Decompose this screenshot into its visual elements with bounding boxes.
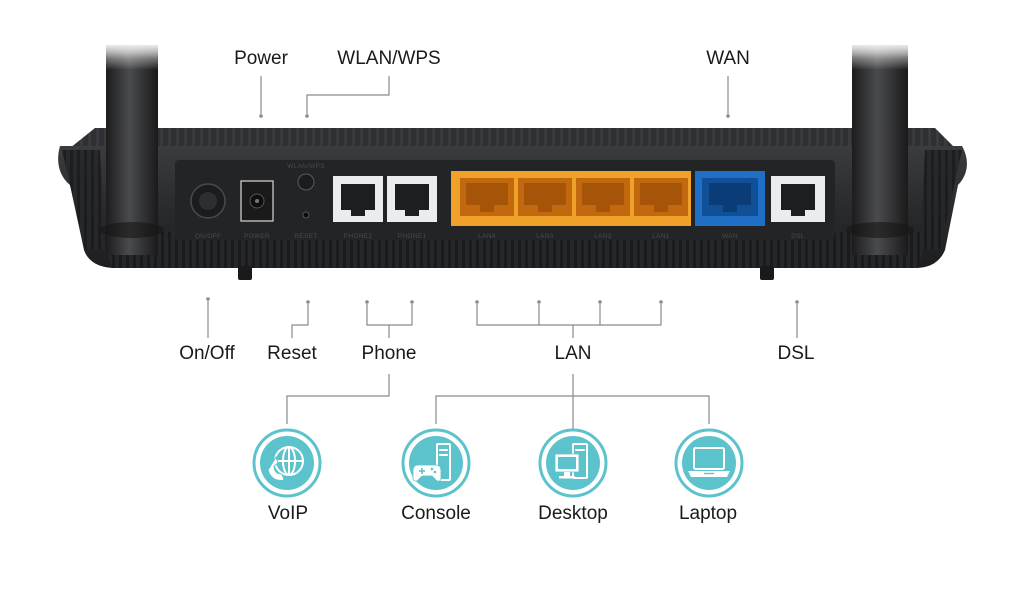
power-jack-port [240, 180, 274, 222]
lan1-port [634, 178, 688, 216]
device-desktop: Desktop [538, 428, 608, 524]
callout-dsl: DSL [778, 343, 815, 364]
callout-wlan-wps: WLAN/WPS [337, 48, 440, 69]
callout-on-off: On/Off [179, 343, 235, 364]
callout-reset: Reset [267, 343, 317, 364]
port-label-lan3: LAN3 [536, 233, 554, 240]
device-label-voip: VoIP [268, 503, 308, 524]
wlan-wps-button-port [297, 173, 315, 191]
port-labels: ON/OFF POWER RESET WLAN/WPS PHONE2 PHONE… [195, 163, 805, 240]
wan-port [695, 171, 765, 226]
port-label-dsl: DSL [791, 233, 805, 240]
device-voip: VoIP [252, 428, 322, 524]
globe-phone-icon [267, 446, 304, 481]
device-label-console: Console [401, 503, 471, 524]
port-label-reset: RESET [294, 233, 317, 240]
callout-power: Power [234, 48, 289, 69]
device-laptop: Laptop [674, 428, 744, 524]
gamepad-icon [412, 443, 451, 482]
desktop-icon [554, 443, 588, 479]
port-label-phone1: PHONE1 [398, 233, 427, 240]
lan3-port [518, 178, 572, 216]
callout-wan: WAN [706, 48, 750, 69]
device-label-desktop: Desktop [538, 503, 608, 524]
port-label-wan: WAN [722, 233, 738, 240]
lan4-port [460, 178, 514, 216]
port-label-power: POWER [244, 233, 270, 240]
port-label-lan2: LAN2 [594, 233, 612, 240]
device-console: Console [401, 428, 471, 524]
left-antenna [100, 40, 164, 255]
dsl-port [771, 176, 825, 222]
device-label-laptop: Laptop [679, 503, 737, 524]
callout-phone: Phone [362, 343, 417, 364]
laptop-icon [688, 447, 730, 477]
device-connectors [286, 374, 710, 430]
top-callouts: Power WLAN/WPS WAN [234, 48, 750, 118]
lan-port-block [451, 171, 691, 226]
reset-pinhole-port [302, 211, 310, 219]
bottom-callouts: On/Off Reset Phone LAN DSL [179, 297, 814, 364]
port-label-wlan-wps: WLAN/WPS [287, 163, 325, 170]
callout-lan: LAN [555, 343, 592, 364]
right-antenna [846, 40, 914, 255]
port-label-on-off: ON/OFF [195, 233, 221, 240]
phone2-port [333, 176, 383, 222]
port-label-phone2: PHONE2 [344, 233, 373, 240]
lan2-port [576, 178, 630, 216]
port-label-lan4: LAN4 [478, 233, 496, 240]
phone1-port [387, 176, 437, 222]
port-label-lan1: LAN1 [652, 233, 670, 240]
on-off-button-port [190, 183, 226, 219]
